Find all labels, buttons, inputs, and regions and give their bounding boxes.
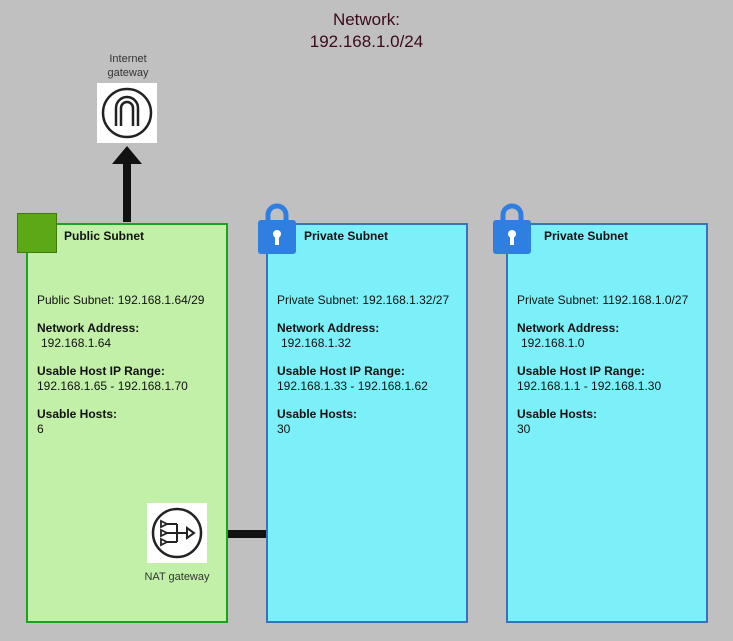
subnet-details: Private Subnet: 1192.168.1.0/27 Network … — [517, 293, 702, 437]
internet-gateway-node — [97, 83, 157, 143]
subnet-details: Private Subnet: 192.168.1.32/27 Network … — [277, 293, 462, 437]
diagram-title: Network: 192.168.1.0/24 — [0, 9, 733, 53]
ip-range-label: Usable Host IP Range: — [517, 364, 645, 378]
usable-hosts-value: 30 — [517, 422, 531, 436]
subnet-cidr: Public Subnet: 192.168.1.64/29 — [37, 293, 205, 307]
public-to-igw-arrow-head — [112, 146, 142, 164]
title-line-2: 192.168.1.0/24 — [309, 32, 424, 51]
network-address-value: 192.168.1.0 — [521, 336, 585, 350]
network-address-value: 192.168.1.64 — [41, 336, 112, 350]
ip-range-value: 192.168.1.33 - 192.168.1.62 — [277, 379, 428, 393]
network-address-value: 192.168.1.32 — [281, 336, 352, 350]
lock-icon — [258, 203, 296, 254]
usable-hosts-value: 30 — [277, 422, 291, 436]
subnet-cidr: Private Subnet: 192.168.1.32/27 — [277, 293, 450, 307]
private-subnet-1: Private Subnet Private Subnet: 192.168.1… — [266, 223, 468, 623]
subnet-title: Public Subnet — [64, 229, 145, 243]
usable-hosts-label: Usable Hosts: — [37, 407, 118, 421]
subnet-title: Private Subnet — [544, 229, 629, 243]
internet-gateway-icon — [101, 87, 153, 139]
ip-range-value: 192.168.1.65 - 192.168.1.70 — [37, 379, 188, 393]
ip-range-value: 192.168.1.1 - 192.168.1.30 — [517, 379, 662, 393]
nat-gateway-node — [147, 503, 207, 563]
ip-range-label: Usable Host IP Range: — [37, 364, 165, 378]
nat-gateway-label: NAT gateway — [144, 571, 210, 583]
lock-icon — [493, 203, 531, 254]
nat-gateway-icon — [151, 507, 203, 559]
network-address-label: Network Address: — [517, 321, 620, 335]
internet-gateway-label: Internet gateway — [107, 53, 149, 79]
subnet-title: Private Subnet — [304, 229, 389, 243]
public-subnet-icon — [17, 213, 57, 253]
usable-hosts-label: Usable Hosts: — [517, 407, 598, 421]
public-subnet: Public Subnet Public Subnet: 192.168.1.6… — [26, 223, 228, 623]
network-address-label: Network Address: — [37, 321, 140, 335]
subnet-cidr: Private Subnet: 1192.168.1.0/27 — [517, 293, 689, 307]
ip-range-label: Usable Host IP Range: — [277, 364, 405, 378]
network-address-label: Network Address: — [277, 321, 380, 335]
title-line-1: Network: — [332, 10, 401, 29]
private-subnet-2: Private Subnet Private Subnet: 1192.168.… — [506, 223, 708, 623]
usable-hosts-value: 6 — [37, 422, 44, 436]
usable-hosts-label: Usable Hosts: — [277, 407, 358, 421]
subnet-details: Public Subnet: 192.168.1.64/29 Network A… — [37, 293, 222, 437]
